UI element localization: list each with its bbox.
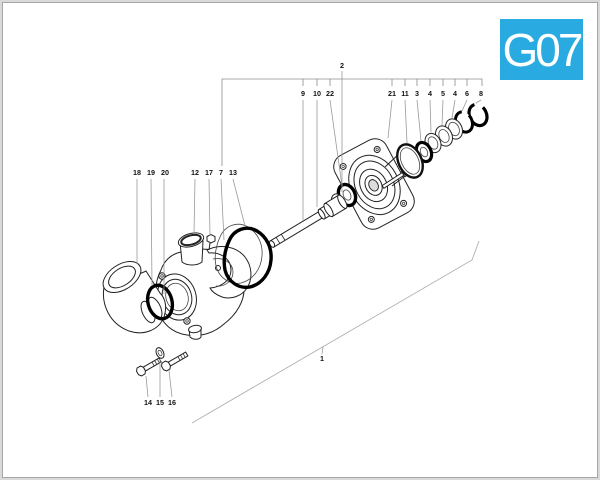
washer-15-drawing: [155, 347, 165, 359]
leader-line-13: [232, 178, 246, 227]
leader-line-22: [329, 99, 343, 187]
o-ring-19-drawing: [145, 283, 175, 321]
callout-8[interactable]: 8: [479, 89, 483, 98]
leader-line-14: [145, 375, 149, 398]
page-code: G07: [502, 23, 584, 76]
bolt-14-drawing: [136, 357, 162, 377]
callout-12[interactable]: 12: [191, 168, 199, 177]
leader-line-8: [475, 99, 482, 104]
reference-line: [191, 240, 480, 424]
callout-7[interactable]: 7: [219, 168, 223, 177]
callout-21[interactable]: 21: [388, 89, 396, 98]
leader-line-11: [404, 99, 408, 144]
bolt-16-drawing: [161, 351, 189, 372]
leader-line-4: [451, 99, 456, 119]
leader-line-12: [193, 178, 196, 235]
callout-1[interactable]: 1: [320, 354, 324, 363]
callout-2[interactable]: 2: [340, 61, 344, 70]
callout-19[interactable]: 19: [147, 168, 155, 177]
bracket-outline: [221, 78, 483, 166]
callout-15[interactable]: 15: [156, 398, 164, 407]
callout-4[interactable]: 4: [428, 89, 432, 98]
callout-20[interactable]: 20: [161, 168, 169, 177]
callout-5[interactable]: 5: [441, 89, 445, 98]
callout-9[interactable]: 9: [301, 89, 305, 98]
cover-gasket-13-drawing: [222, 226, 273, 290]
leader-line-4: [429, 99, 432, 133]
callout-16[interactable]: 16: [168, 398, 176, 407]
leader-line-1: [321, 346, 324, 355]
leader-line-7: [220, 178, 225, 241]
callout-13[interactable]: 13: [229, 168, 237, 177]
pump-shaft-drawing: [268, 194, 348, 248]
leader-line-21: [387, 99, 393, 139]
bracket-layer: [221, 78, 483, 166]
callout-4[interactable]: 4: [453, 89, 457, 98]
leader-line-16: [168, 369, 173, 398]
callout-17[interactable]: 17: [205, 168, 213, 177]
rear-cover-flange-drawing: [333, 138, 417, 230]
callout-22[interactable]: 22: [326, 89, 334, 98]
leader-line-19: [150, 178, 153, 287]
leader-line-3: [416, 99, 422, 142]
leader-line-17: [208, 178, 211, 237]
gasket-7-drawing: [214, 223, 263, 284]
reference-line-layer: [191, 240, 480, 424]
callout-6[interactable]: 6: [465, 89, 469, 98]
callout-14[interactable]: 14: [144, 398, 152, 407]
pump-housing-drawing: [155, 232, 252, 340]
o-ring-11-drawing: [396, 143, 424, 179]
callout-11[interactable]: 11: [401, 89, 409, 98]
page-code-badge: G07: [500, 19, 583, 80]
callout-3[interactable]: 3: [415, 89, 419, 98]
leader-line-5: [441, 99, 444, 126]
callout-18[interactable]: 18: [133, 168, 141, 177]
callout-10[interactable]: 10: [313, 89, 321, 98]
elbow-pipe-drawing: [102, 260, 167, 334]
leader-line-6: [461, 99, 468, 112]
